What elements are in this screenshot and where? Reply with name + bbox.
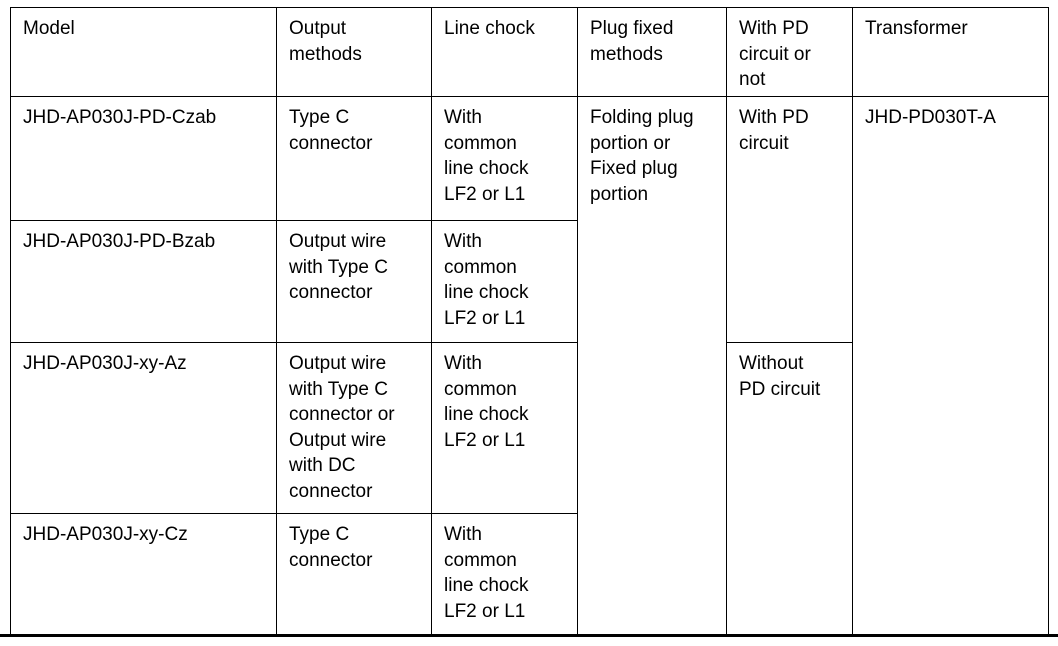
- table-row: JHD-AP030J-PD-Czab Type C connector With…: [10, 96, 1049, 637]
- table-row: JHD-AP030J-xy-Az Output wire with Type C…: [10, 342, 1049, 637]
- cell-pd-circuit: With PD circuit: [726, 96, 853, 343]
- column-header-plug-fixed-methods: Plug fixed methods: [577, 7, 727, 97]
- cell-line-chock: With common line chock LF2 or L1: [431, 96, 578, 221]
- cell-output-methods: Output wire with Type C connector or Out…: [276, 342, 432, 514]
- table-bottom-rule: [0, 634, 1058, 637]
- cell-line-chock: With common line chock LF2 or L1: [431, 513, 578, 637]
- column-header-model: Model: [10, 7, 277, 97]
- cell-plug-fixed-methods: Folding plug portion or Fixed plug porti…: [577, 96, 727, 637]
- cell-transformer: JHD-PD030T-A: [852, 96, 1049, 637]
- cell-output-methods: Type C connector: [276, 513, 432, 637]
- column-header-line-chock: Line chock: [431, 7, 578, 97]
- cell-output-methods: Type C connector: [276, 96, 432, 221]
- cell-pd-circuit: Without PD circuit: [726, 342, 853, 637]
- table-row: JHD-AP030J-xy-Cz Type C connector With c…: [10, 513, 1049, 637]
- cell-line-chock: With common line chock LF2 or L1: [431, 220, 578, 343]
- cell-model: JHD-AP030J-xy-Az: [10, 342, 277, 514]
- column-header-with-pd-circuit-or-not: With PD circuit or not: [726, 7, 853, 97]
- cell-output-methods: Output wire with Type C connector: [276, 220, 432, 343]
- cell-model: JHD-AP030J-PD-Czab: [10, 96, 277, 221]
- table-header-row: Model Output methods Line chock Plug fix…: [10, 7, 1049, 97]
- specification-table: Model Output methods Line chock Plug fix…: [10, 7, 1049, 637]
- table-row: JHD-AP030J-PD-Bzab Output wire with Type…: [10, 220, 1049, 343]
- cell-model: JHD-AP030J-xy-Cz: [10, 513, 277, 637]
- column-header-transformer: Transformer: [852, 7, 1049, 97]
- cell-model: JHD-AP030J-PD-Bzab: [10, 220, 277, 343]
- column-header-output-methods: Output methods: [276, 7, 432, 97]
- cell-line-chock: With common line chock LF2 or L1: [431, 342, 578, 514]
